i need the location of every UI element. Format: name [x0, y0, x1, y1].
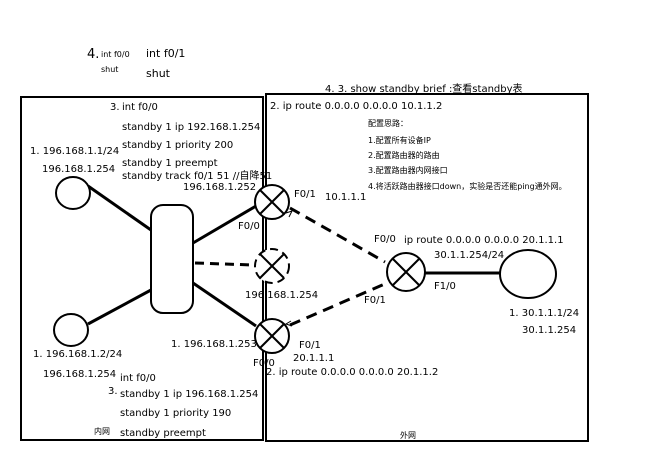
step-4-number: 4. — [87, 47, 100, 62]
outer-network-label: 外网 — [400, 431, 416, 440]
config-notes-title: 配置思路： — [368, 119, 408, 128]
route-r1: 2. ip route 0.0.0.0 0.0.0.0 10.1.1.2 — [270, 101, 443, 112]
r1-f00-label: F0/0 — [238, 221, 260, 232]
show-standby-brief-note: 4. 3. show standby brief :查看standby表 — [325, 84, 523, 95]
lan-switch — [150, 204, 194, 314]
link-switch-r1 — [192, 204, 257, 245]
r1-config-step: 3. — [110, 102, 120, 113]
r1-f01-label: F0/1 — [294, 189, 316, 200]
pc3-ip: 1. 30.1.1.1/24 — [509, 308, 580, 319]
r2-wan-ip: 20.1.1.1 — [293, 353, 335, 364]
r2-config-step: 3. — [108, 386, 118, 397]
r2-lan-ip: 1. 196.168.1.253 — [171, 339, 257, 350]
step-4-int-f00: int f0/0 — [101, 50, 130, 59]
inner-network-label: 内网 — [94, 427, 110, 436]
step-4-shut-small: shut — [101, 65, 119, 74]
pc3-gateway: 30.1.1.254 — [522, 325, 577, 336]
link-pc1-switch — [87, 184, 152, 232]
r2-config-ip: standby 1 ip 196.168.1.254 — [120, 389, 259, 400]
config-note-step: 1.配置所有设备IP — [368, 136, 431, 145]
arrow-tick — [284, 320, 293, 327]
r2-config-preempt: standby preempt — [120, 428, 206, 439]
pc2-host — [53, 313, 89, 347]
router-standby-icon — [254, 318, 290, 354]
pc1-host — [55, 176, 91, 210]
r2-f01-label: F0/1 — [299, 340, 321, 351]
config-note-step: 3.配置路由器内网接口 — [368, 166, 448, 175]
link-switch-virtual-router — [194, 261, 254, 267]
isp-f01-label: F0/1 — [364, 295, 386, 306]
pc2-ip: 1. 196.168.1.2/24 — [33, 349, 123, 360]
step-4-int-f01: int f0/1 — [146, 47, 186, 60]
link-switch-r2 — [192, 281, 257, 328]
pc2-gateway: 196.168.1.254 — [43, 369, 117, 380]
config-note-step: 4.将活跃路由器接口down，实验是否还能ping通外网。 — [368, 182, 567, 191]
pc3-host — [499, 249, 557, 299]
r1-config-priority: standby 1 priority 200 — [122, 140, 234, 151]
r1-lan-ip: 196.168.1.252 — [183, 182, 257, 193]
pc1-gateway: 196.168.1.254 — [42, 164, 116, 175]
r1-config-preempt: standby 1 preempt — [122, 158, 218, 169]
step-4-shut: shut — [146, 67, 170, 80]
pc1-ip: 1. 196.168.1.1/24 — [30, 146, 120, 157]
config-note-step: 2.配置路由器的路由 — [368, 151, 440, 160]
r2-config-interface: int f0/0 — [120, 373, 156, 384]
router-active-icon — [254, 184, 290, 220]
isp-route: ip route 0.0.0.0 0.0.0.0 20.1.1.1 — [404, 235, 564, 246]
link-pc2-switch — [87, 288, 152, 326]
r1-wan-ip: 10.1.1.1 — [325, 192, 367, 203]
r1-config-ip: standby 1 ip 192.168.1.254 — [122, 122, 261, 133]
isp-lan-ip: 30.1.1.254/24 — [434, 250, 505, 261]
r1-config-interface: int f0/0 — [122, 102, 158, 113]
link-r1-isp — [289, 206, 386, 264]
isp-f10-label: F1/0 — [434, 281, 456, 292]
r1-config-track: standby track f0/1 51 //自降51 — [122, 171, 273, 182]
virtual-ip-label: 196.168.1.254 — [245, 290, 319, 301]
route-r2: 2. ip route 0.0.0.0 0.0.0.0 20.1.1.2 — [266, 367, 439, 378]
arrow-tick — [285, 210, 293, 218]
virtual-router-icon — [254, 248, 290, 284]
r2-config-priority: standby 1 priority 190 — [120, 408, 232, 419]
r2-f00-label: F0/0 — [253, 358, 275, 369]
isp-f00-label: F0/0 — [374, 234, 396, 245]
isp-router-icon — [386, 252, 426, 292]
